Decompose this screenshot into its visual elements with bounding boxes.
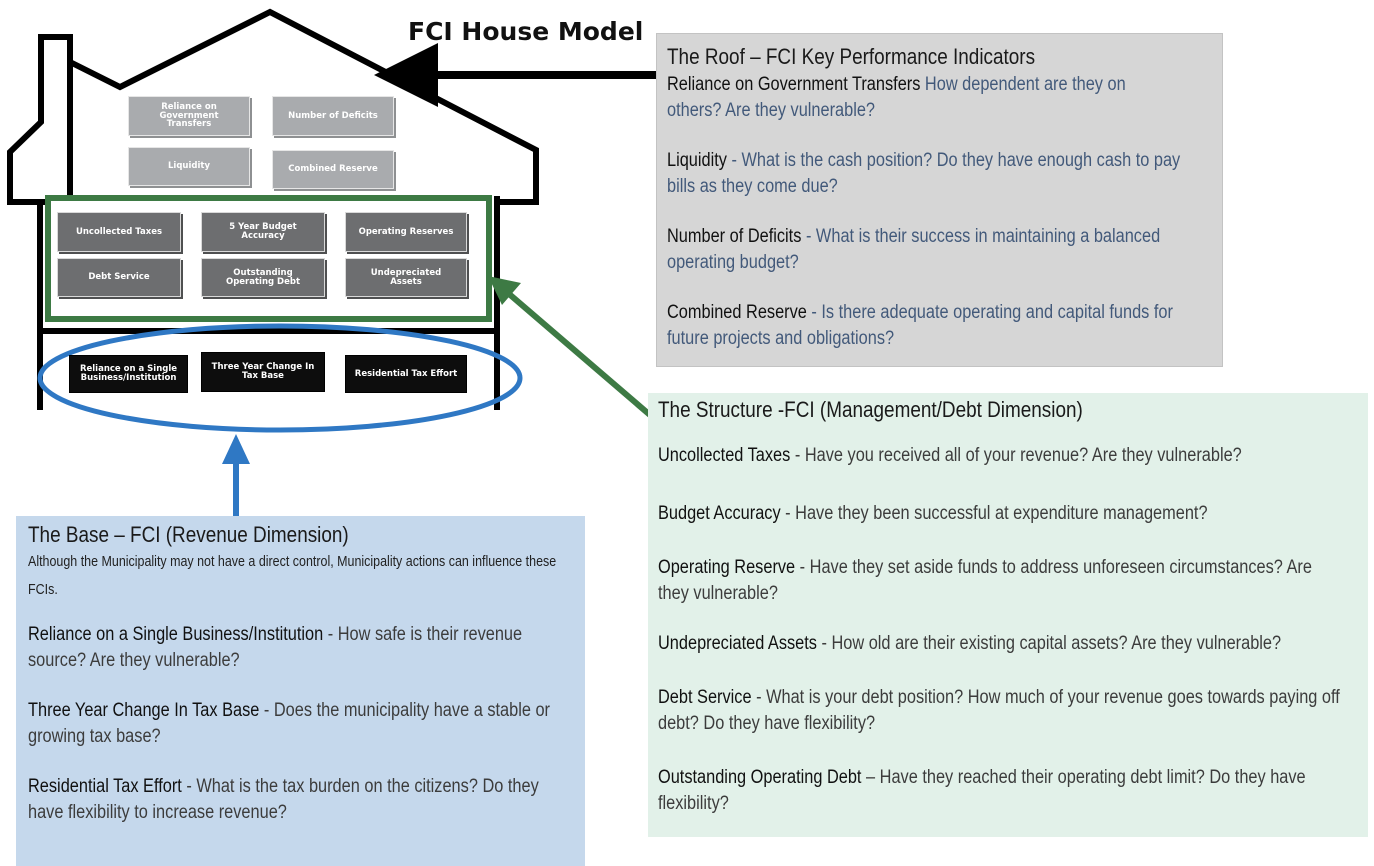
base-item: Reliance on a Single Business/Institutio… [28, 624, 523, 671]
base-tile-single-business: Reliance on a Single Business/Institutio… [69, 355, 188, 393]
structure-item: Budget Accuracy - Have they been success… [658, 503, 1208, 524]
diagram-title: FCI House Model [408, 17, 644, 46]
structure-item: Undepreciated Assets - How old are their… [658, 633, 1282, 654]
structure-frame [45, 195, 492, 322]
roof-tile-government-transfers: Reliance on Government Transfers [128, 96, 250, 136]
structure-item: Debt Service - What is your debt positio… [658, 687, 1340, 734]
roof-panel: The Roof – FCI Key Performance Indicator… [656, 33, 1223, 367]
base-panel-note: Although the Municipality may not have a… [28, 554, 557, 598]
structure-item: Operating Reserve - Have they set aside … [658, 557, 1312, 604]
house-outline [7, 8, 539, 410]
base-panel-heading: The Base – FCI (Revenue Dimension) [28, 522, 349, 547]
structure-panel: The Structure -FCI (Management/Debt Dime… [648, 393, 1368, 837]
base-tile-residential-tax-effort: Residential Tax Effort [345, 355, 467, 393]
base-item: Three Year Change In Tax Base - Does the… [28, 700, 550, 747]
base-tile-tax-base-change: Three Year Change In Tax Base [201, 352, 325, 392]
structure-arrowhead [488, 276, 521, 305]
structure-tile-debt-service: Debt Service [57, 258, 181, 297]
structure-panel-heading: The Structure -FCI (Management/Debt Dime… [658, 397, 1083, 422]
base-ellipse [37, 323, 523, 433]
roof-item: Liquidity - What is the cash position? D… [667, 150, 1181, 197]
structure-arrow [506, 290, 652, 418]
roof-item: Number of Deficits - What is their succe… [667, 226, 1161, 273]
base-arrowhead [222, 434, 250, 464]
structure-tile-outstanding-debt: Outstanding Operating Debt [201, 258, 325, 297]
roof-tile-liquidity: Liquidity [128, 147, 250, 186]
roof-panel-heading: The Roof – FCI Key Performance Indicator… [667, 44, 1036, 69]
structure-item: Uncollected Taxes - Have you received al… [658, 445, 1242, 466]
structure-tile-undepreciated-assets: Undepreciated Assets [345, 258, 467, 297]
structure-item: Outstanding Operating Debt – Have they r… [658, 767, 1306, 814]
roof-tile-combined-reserve: Combined Reserve [272, 150, 394, 189]
structure-tile-budget-accuracy: 5 Year Budget Accuracy [201, 212, 325, 252]
structure-tile-operating-reserves: Operating Reserves [345, 212, 467, 252]
roof-item: Combined Reserve - Is there adequate ope… [667, 302, 1173, 349]
roof-item: Reliance on Government Transfers How dep… [667, 74, 1126, 121]
structure-tile-uncollected-taxes: Uncollected Taxes [57, 212, 181, 252]
base-item: Residential Tax Effort - What is the tax… [28, 776, 539, 823]
roof-tile-number-of-deficits: Number of Deficits [272, 96, 394, 136]
base-panel: The Base – FCI (Revenue Dimension) Altho… [16, 516, 585, 866]
